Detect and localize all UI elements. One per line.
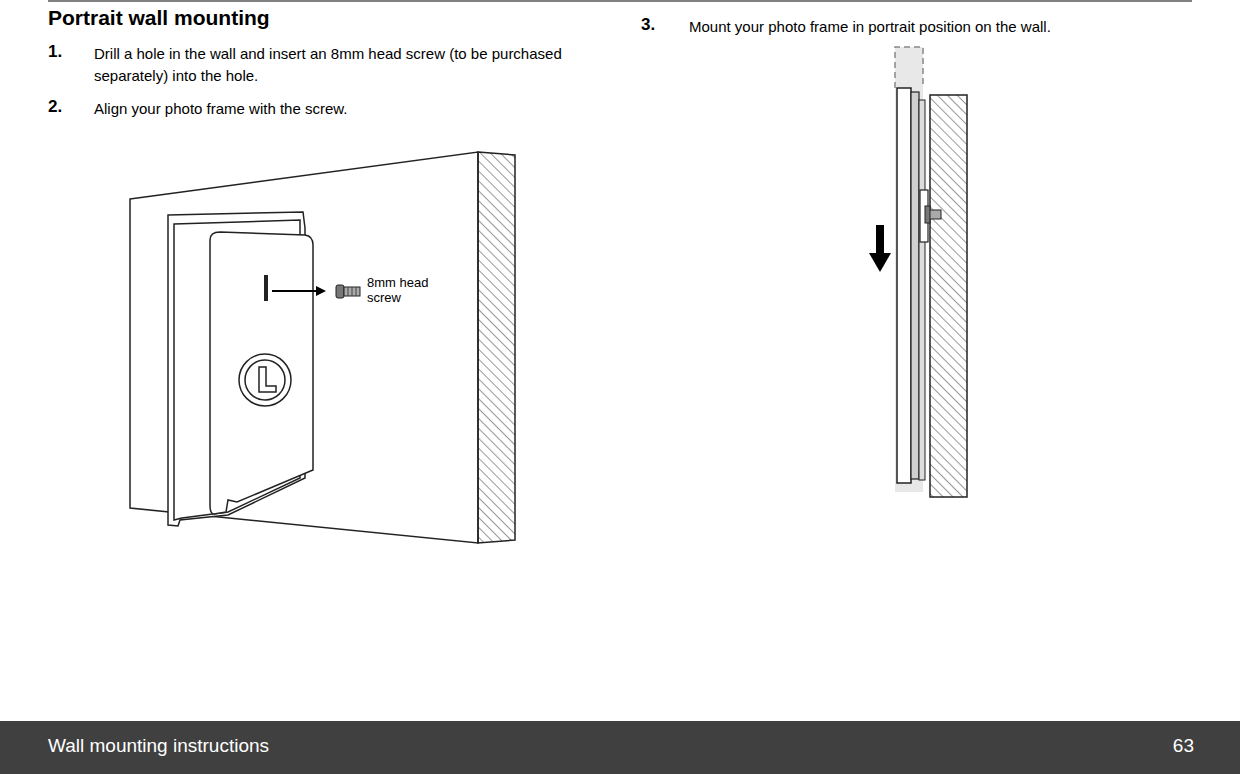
step-text: Drill a hole in the wall and insert an 8… <box>94 43 619 87</box>
wall-side <box>930 95 967 497</box>
photo-frame-back <box>168 212 313 526</box>
step-text: Align your photo frame with the screw. <box>94 98 619 120</box>
footer-title: Wall mounting instructions <box>48 735 269 757</box>
step-number: 1. <box>48 42 62 62</box>
page-number: 63 <box>1173 735 1194 757</box>
frame-side <box>895 47 941 492</box>
footer-band: Wall mounting instructions 63 <box>0 721 1240 774</box>
down-arrow <box>869 225 891 272</box>
step-number: 2. <box>48 97 62 117</box>
page-heading: Portrait wall mounting <box>48 6 270 30</box>
screw-callout: 8mm head screw <box>367 275 449 305</box>
wall-perspective <box>130 152 515 543</box>
step-number: 3. <box>641 15 655 35</box>
top-rule <box>48 1 1192 2</box>
screw-arrow <box>272 285 360 298</box>
step-text: Mount your photo frame in portrait posit… <box>689 16 1189 38</box>
